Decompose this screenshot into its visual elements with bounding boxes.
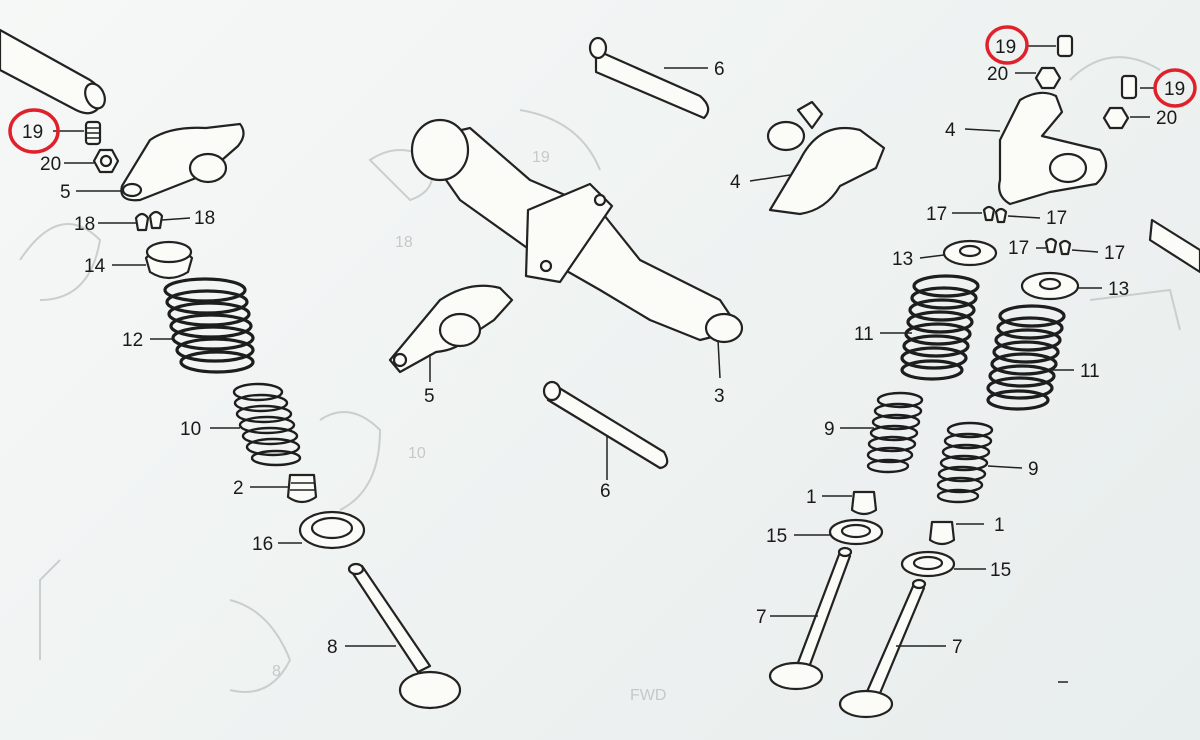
rocker-shaft-upper — [588, 36, 710, 120]
callout-7: 7 — [756, 607, 767, 628]
right-spring-retainers — [942, 239, 1080, 301]
highlight-ring — [985, 25, 1029, 65]
callout-9: 9 — [1028, 459, 1039, 480]
left-valve-keepers — [134, 210, 164, 232]
callout-13: 13 — [1108, 279, 1129, 300]
callout-10: 10 — [180, 419, 201, 440]
left-spring-retainer — [144, 240, 194, 280]
callout-19: 19 — [995, 37, 1016, 58]
highlight-ring — [1153, 68, 1197, 108]
callout-17: 17 — [1008, 238, 1029, 259]
ghost-label: 18 — [395, 234, 413, 251]
right-outer-spring-b — [986, 304, 1066, 411]
highlight-ring — [8, 108, 60, 154]
callout-9: 9 — [824, 419, 835, 440]
right-inner-spring-b — [936, 421, 994, 504]
callout-1: 1 — [806, 487, 817, 508]
callout-8: 8 — [327, 637, 338, 658]
callout-6: 6 — [600, 481, 611, 502]
callout-20: 20 — [1156, 108, 1177, 129]
left-valve — [347, 562, 462, 710]
left-rocker-shaft — [0, 28, 106, 115]
callout-14: 14 — [84, 256, 106, 277]
right-lock-nut-a — [1034, 66, 1062, 90]
center-rocker-arm — [388, 284, 514, 374]
callout-20: 20 — [40, 154, 61, 175]
right-rocker-shaft — [1148, 218, 1200, 274]
right-valve-keepers — [982, 205, 1072, 256]
callout-13: 13 — [892, 249, 913, 270]
ghost-label: FWD — [630, 687, 666, 704]
right-rocker-arm-a — [766, 100, 886, 216]
left-stem-seal — [286, 473, 318, 504]
callout-11: 11 — [1080, 361, 1100, 382]
callout-4: 4 — [730, 172, 741, 193]
callout-18: 18 — [194, 208, 215, 229]
callout-5: 5 — [424, 386, 435, 407]
left-lock-nut — [92, 148, 120, 174]
callout-19: 19 — [22, 122, 43, 143]
ghost-label: 8 — [272, 663, 281, 680]
callout-17: 17 — [1104, 243, 1125, 264]
callout-16: 16 — [252, 534, 273, 555]
callout-5: 5 — [60, 182, 71, 203]
left-spring-seat — [298, 510, 366, 550]
callout-18: 18 — [74, 214, 95, 235]
callout-11: 11 — [854, 324, 874, 345]
left-adjuster-screw — [84, 120, 102, 146]
callout-2: 2 — [233, 478, 244, 499]
camshaft — [410, 118, 744, 344]
callout-3: 3 — [714, 386, 725, 407]
right-valve-b — [838, 578, 927, 719]
left-outer-spring — [163, 277, 255, 374]
callout-19: 19 — [1164, 79, 1185, 100]
right-lock-nut-b — [1102, 106, 1130, 130]
ghost-label: 10 — [408, 445, 426, 462]
ghost-label: 19 — [532, 149, 550, 166]
callout-6: 6 — [714, 59, 725, 80]
callout-12: 12 — [122, 330, 143, 351]
ghost-print: 19 18 10 8 FWD — [19, 56, 1181, 704]
callout-4: 4 — [945, 120, 956, 141]
left-rocker-arm — [120, 122, 245, 202]
right-inner-spring-a — [866, 391, 924, 474]
right-adjuster-screw-b — [1120, 74, 1138, 100]
callout-17: 17 — [1046, 208, 1067, 229]
callout-1: 1 — [994, 515, 1005, 536]
callout-15: 15 — [766, 526, 787, 547]
right-rocker-arm-b — [998, 91, 1108, 206]
right-spring-seats — [828, 518, 956, 578]
highlight-marks — [8, 25, 1197, 154]
right-adjuster-screw-a — [1056, 34, 1074, 58]
callout-labels: 19 20 5 18 18 14 12 10 2 16 8 6 6 3 5 4 … — [22, 37, 1185, 658]
callout-15: 15 — [990, 560, 1011, 581]
right-outer-spring-a — [900, 274, 980, 381]
rocker-shaft-lower — [542, 380, 669, 470]
callout-17: 17 — [926, 204, 947, 225]
left-inner-spring — [232, 382, 302, 467]
callout-7: 7 — [952, 637, 963, 658]
callout-20: 20 — [987, 64, 1008, 85]
right-valve-a — [768, 546, 853, 691]
right-stem-seals — [850, 490, 956, 546]
